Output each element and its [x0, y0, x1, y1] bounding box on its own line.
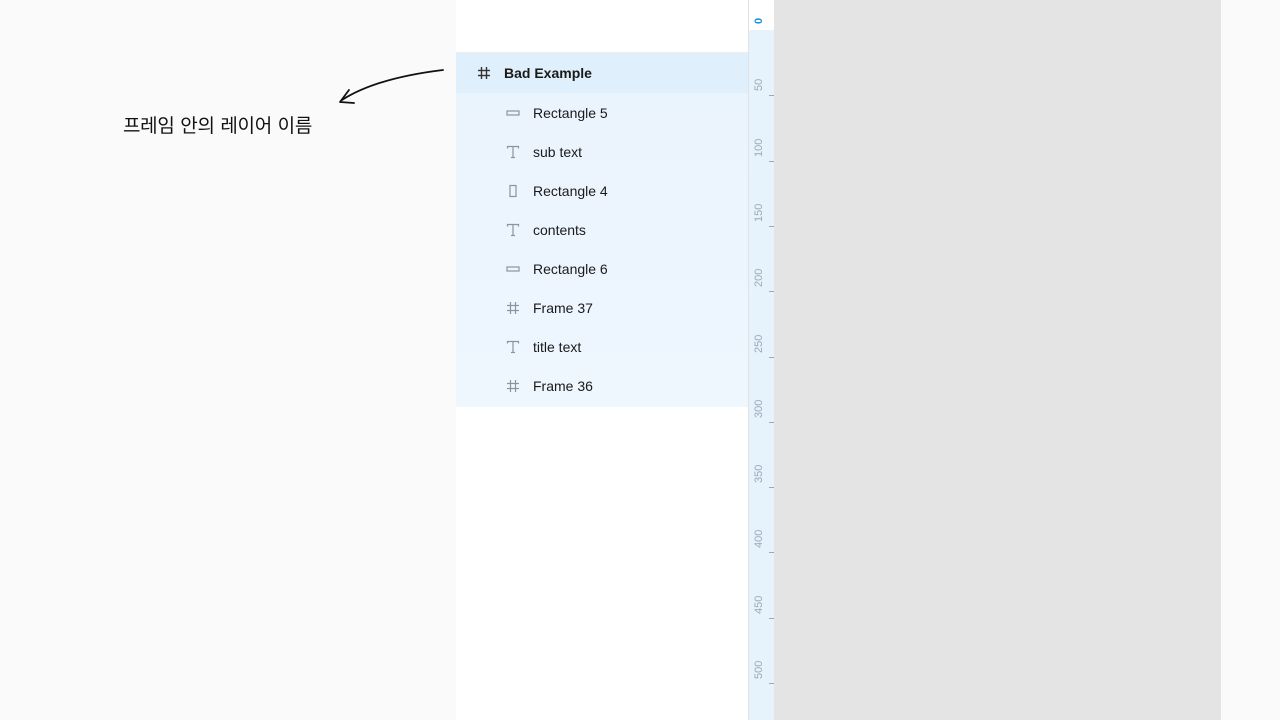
ruler-tick [769, 95, 774, 97]
annotation-label: 프레임 안의 레이어 이름 [123, 115, 313, 137]
ruler-label: 200 [753, 268, 765, 288]
ruler-label: 150 [753, 203, 765, 222]
ruler-label: 100 [753, 138, 765, 157]
ruler-label: 50 [753, 79, 765, 92]
ruler-tick [769, 617, 774, 619]
canvas[interactable] [774, 0, 1221, 720]
layer-label: Rectangle 6 [533, 260, 608, 277]
ruler-label: 300 [753, 399, 765, 418]
rectangle-vertical-icon [505, 183, 521, 199]
layer-group-tail [456, 405, 748, 407]
ruler-tick [769, 291, 774, 293]
ruler-label: 350 [753, 464, 765, 484]
layer-label: Frame 36 [533, 377, 593, 394]
layer-label: title text [533, 338, 582, 355]
layers-panel-header [456, 0, 748, 53]
vertical-ruler[interactable]: 0 50 100 150 200 250 300 350 400 450 500 [748, 0, 774, 720]
ruler-tick [769, 225, 774, 227]
layer-label: Bad Example [504, 65, 592, 81]
layer-row[interactable]: contents [456, 210, 748, 249]
ruler-tick [769, 487, 774, 489]
layer-label: Rectangle 4 [533, 182, 608, 199]
ruler-corner [749, 0, 774, 30]
ruler-label: 0 [753, 17, 765, 24]
layer-row[interactable]: Rectangle 4 [456, 171, 748, 210]
rectangle-horizontal-icon [505, 261, 521, 277]
ruler-tick [769, 421, 774, 423]
ruler-tick [769, 160, 774, 162]
layer-row[interactable]: title text [456, 327, 748, 366]
ruler-label: 250 [753, 334, 765, 353]
layer-row[interactable]: Frame 37 [456, 288, 748, 327]
layer-row[interactable]: Rectangle 5 [456, 93, 748, 132]
layer-label: Frame 37 [533, 299, 593, 316]
layer-label: Rectangle 5 [533, 104, 608, 121]
layer-row[interactable]: Rectangle 6 [456, 249, 748, 288]
layer-row[interactable]: sub text [456, 132, 748, 171]
ruler-label: 500 [753, 660, 765, 679]
layer-label: contents [533, 221, 586, 238]
rectangle-horizontal-icon [505, 105, 521, 121]
layer-row[interactable]: Frame 36 [456, 366, 748, 405]
annotation-area [0, 0, 456, 720]
right-margin [1221, 0, 1280, 720]
layer-group: Bad Example Rectangle 5 sub text Rectang… [456, 53, 748, 407]
text-icon [505, 339, 521, 355]
layers-panel: Bad Example Rectangle 5 sub text Rectang… [456, 0, 748, 720]
ruler-tick [769, 356, 774, 358]
text-icon [505, 144, 521, 160]
ruler-label: 450 [753, 595, 765, 614]
annotation-arrow-icon [339, 69, 444, 104]
ruler-tick [769, 552, 774, 554]
ruler-tick [769, 683, 774, 684]
text-icon [505, 222, 521, 238]
layer-row-bad-example[interactable]: Bad Example [456, 53, 748, 93]
layer-label: sub text [533, 143, 583, 160]
frame-icon [505, 300, 521, 316]
frame-icon [476, 65, 492, 81]
frame-icon [505, 378, 521, 394]
ruler-label: 400 [753, 530, 765, 549]
